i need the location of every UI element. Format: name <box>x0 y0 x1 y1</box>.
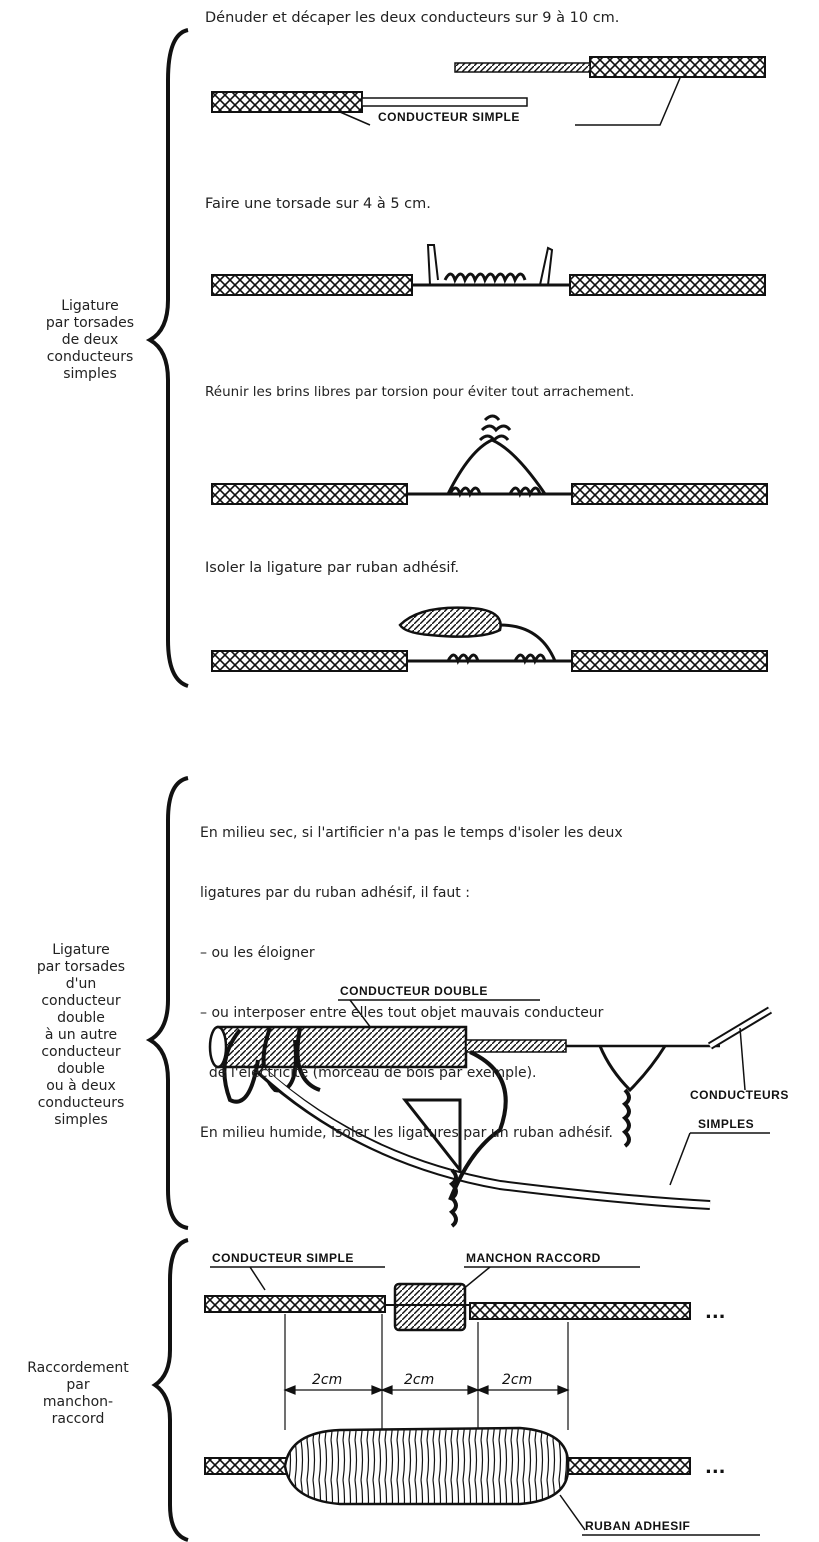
label-manchon-raccord: MANCHON RACCORD <box>466 1251 601 1265</box>
step3-twist <box>212 416 767 504</box>
ellipsis-bottom: ... <box>705 1457 726 1478</box>
section-2-paragraph: En milieu sec, si l'artificier n'a pas l… <box>200 783 623 1163</box>
label-simples: SIMPLES <box>698 1117 754 1131</box>
dim-label-2: 2cm <box>404 1372 434 1388</box>
step-2-text: Faire une torsade sur 4 à 5 cm. <box>205 196 431 212</box>
step-4-text: Isoler la ligature par ruban adhésif. <box>205 560 459 576</box>
ellipsis-top: ... <box>705 1302 726 1323</box>
manchon-assembly <box>205 1284 690 1330</box>
dim-label-1: 2cm <box>312 1372 342 1388</box>
step4-taped <box>212 608 767 671</box>
side-label-section-3: Raccordement par manchon- raccord <box>4 1360 152 1428</box>
label-conducteur-simple-1: CONDUCTEUR SIMPLE <box>378 110 520 124</box>
label-conducteur-simple-3: CONDUCTEUR SIMPLE <box>212 1251 354 1265</box>
step1-cable-left <box>212 92 527 112</box>
label-conducteurs: CONDUCTEURS <box>690 1088 789 1102</box>
dim-label-3: 2cm <box>502 1372 532 1388</box>
brace-section-3 <box>155 1240 188 1540</box>
taped-joint <box>205 1428 690 1504</box>
side-label-section-2: Ligature par torsades d'un conducteur do… <box>6 942 156 1129</box>
step-3-text: Réunir les brins libres par torsion pour… <box>205 384 634 400</box>
side-label-section-1: Ligature par torsades de deux conducteur… <box>20 298 160 383</box>
step1-cable-right <box>455 57 765 77</box>
step-1-text: Dénuder et décaper les deux conducteurs … <box>205 10 619 26</box>
step2-twist <box>212 245 765 295</box>
label-ruban-adhesif: RUBAN ADHESIF <box>585 1519 690 1533</box>
